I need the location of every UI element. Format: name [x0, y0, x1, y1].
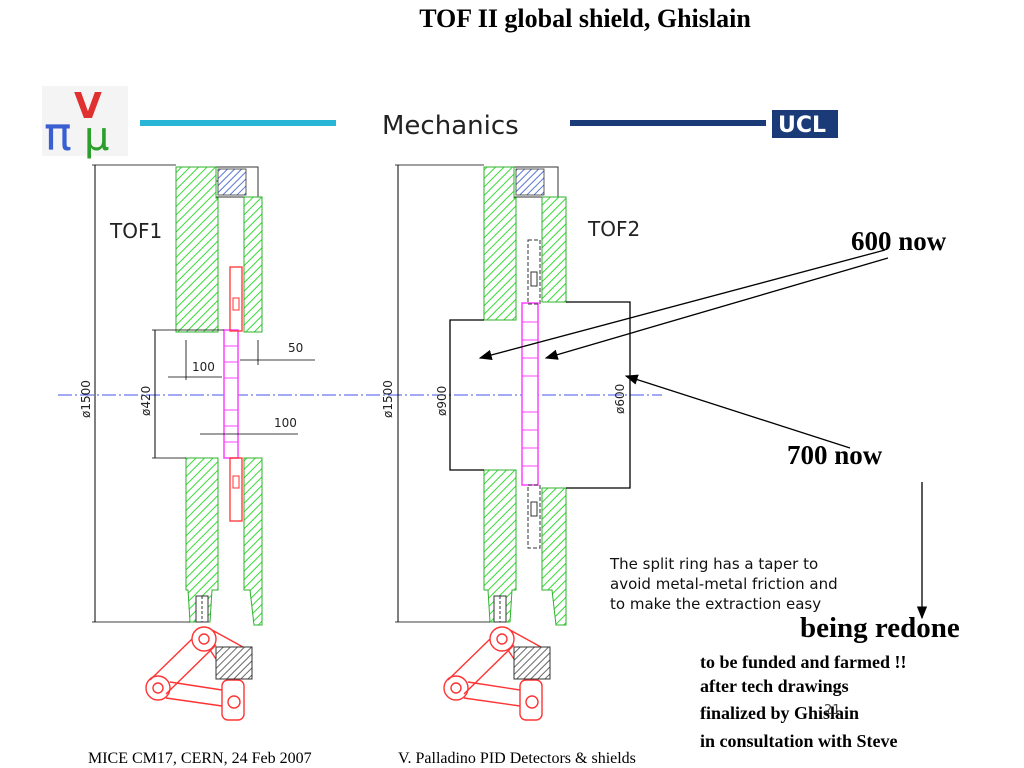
split-ring-note-line-3: to make the extraction easy	[610, 595, 821, 613]
tof2-label: TOF2	[587, 217, 640, 241]
tof1-dim-b: 50	[288, 341, 303, 355]
tof1-dim-c: 100	[274, 416, 297, 430]
tof2-dim-outer: ø1500	[381, 380, 395, 418]
header-cyan-line	[140, 120, 336, 126]
mechanics-heading: Mechanics	[382, 111, 519, 141]
svg-text:π: π	[44, 107, 72, 161]
annotation-600-now: 600 now	[851, 226, 947, 256]
note-line-3: finalized by Ghislain	[700, 703, 860, 723]
svg-text:μ: μ	[84, 114, 109, 160]
page-number: 21	[824, 703, 841, 718]
tof1-dim-outer: ø1500	[79, 380, 93, 418]
tof1-label: TOF1	[109, 219, 162, 243]
note-line-4: in consultation with Steve	[700, 731, 898, 751]
svg-text:V: V	[74, 86, 102, 127]
footer-left: MICE CM17, CERN, 24 Feb 2007	[88, 750, 312, 767]
tof2-dim-inner-right: ø600	[613, 384, 627, 414]
note-line-1: to be funded and farmed !!	[700, 652, 907, 672]
note-line-2: after tech drawings	[700, 676, 849, 696]
arrow-700-to-right-bracket	[624, 374, 851, 449]
arrow-600-to-detector	[544, 257, 889, 360]
header-navy-line	[570, 120, 766, 126]
annotation-being-redone: being redone	[800, 612, 960, 644]
split-ring-note-line-2: avoid metal-metal friction and	[610, 575, 838, 593]
tof1-assembly	[92, 164, 315, 721]
tof1-dim-inner: ø420	[139, 386, 153, 416]
mice-logo-icon: π V μ	[42, 86, 128, 161]
ucl-badge: UCL	[772, 110, 838, 138]
tof2-dim-inner-left: ø900	[435, 386, 449, 416]
tof2-assembly	[395, 164, 631, 721]
slide-title: TOF II global shield, Ghislain	[419, 4, 751, 33]
svg-text:UCL: UCL	[778, 113, 826, 138]
tof1-dim-a: 100	[192, 360, 215, 374]
split-ring-note-line-1: The split ring has a taper to	[609, 555, 818, 573]
footer-right: V. Palladino PID Detectors & shields	[398, 750, 636, 767]
annotation-700-now: 700 now	[787, 440, 883, 470]
arrow-600-to-left-bracket	[478, 249, 886, 361]
